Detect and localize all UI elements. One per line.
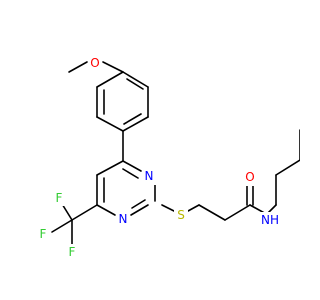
- carbonyl-oxygen-label: O: [245, 170, 254, 184]
- bond-pyr-double-1: [122, 168, 139, 179]
- bond-pyr-c2-n1: [130, 204, 149, 216]
- fluorine-bottom-label: F: [69, 245, 76, 259]
- bond-pyr-c5-c4: [96, 160, 124, 176]
- pyrimidine-ring: [96, 160, 156, 216]
- label-bg-methoxy-o: [88, 54, 102, 70]
- bond-pyr-double-2: [131, 199, 146, 209]
- label-bg-carbonyl-o: [243, 170, 257, 186]
- methoxy-oxygen-label: O: [90, 56, 99, 70]
- bond-n-butyl-1: [267, 204, 277, 214]
- structure-canvas: O N N S O NH F F F: [36, 54, 300, 260]
- bond-c6-cf3: [71, 204, 98, 221]
- pyrimidine-nitrogen-lower-label: N: [119, 212, 128, 226]
- bond-phenyl-3: [122, 116, 149, 132]
- label-bg-f-top: [52, 190, 66, 206]
- bond-phenyl-1: [122, 71, 149, 88]
- molecule-structure: O N N S O NH F F F: [36, 54, 300, 260]
- thioether-sulfur-label: S: [177, 208, 185, 222]
- bond-butyl-2-3: [275, 159, 300, 176]
- bond-ch2-ch2: [198, 204, 226, 221]
- bond-ch2-carbonyl: [224, 204, 251, 221]
- bond-phenyl-double-1: [126, 78, 144, 90]
- methoxy-group: [68, 61, 124, 73]
- bond-phenyl-double-2: [123, 113, 142, 125]
- pyrimidine-nitrogen-upper-label: N: [145, 169, 154, 183]
- bond-phenyl-4: [96, 116, 124, 132]
- fluorine-left-label: F: [40, 227, 47, 241]
- butyl-chain: [267, 129, 300, 214]
- bond-s-ch2: [187, 204, 200, 212]
- bond-cf3-f-left: [51, 219, 73, 233]
- label-bg-s: [174, 207, 188, 223]
- bond-pyr-n1-c6: [96, 204, 116, 216]
- bond-methyl-o: [68, 61, 88, 73]
- label-bg-n-lower: [116, 211, 130, 227]
- bond-pyr-c4-n3: [122, 160, 142, 172]
- label-bg-f-left: [36, 226, 50, 242]
- methoxyphenyl-ring: [96, 71, 149, 132]
- label-bg-n-upper: [142, 169, 156, 185]
- atom-labels: O N N S O NH F F F: [36, 54, 281, 260]
- thio-propanamide-chain: [161, 181, 269, 221]
- label-bg-nh: [259, 212, 281, 228]
- fluorine-top-label: F: [56, 191, 63, 205]
- amide-nh-label: NH: [261, 213, 279, 227]
- bond-o-aryl: [102, 61, 124, 73]
- label-bg-f-bottom: [65, 244, 79, 260]
- bond-c2-s: [161, 204, 175, 212]
- bond-phenyl-6: [96, 71, 124, 88]
